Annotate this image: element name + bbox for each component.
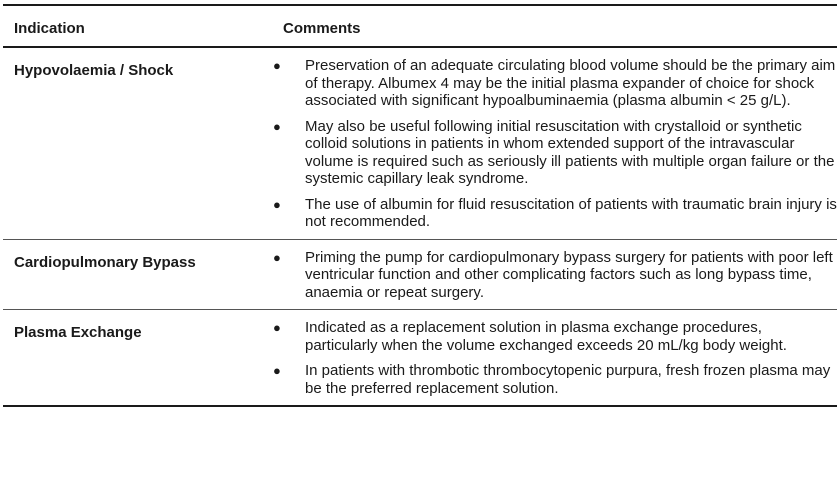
comment-text: In patients with thrombotic thrombocytop… (305, 362, 831, 397)
bullet-icon: ● (273, 58, 281, 73)
list-item: ● May also be useful following initial re… (273, 118, 837, 188)
list-item: ● Preservation of an adequate circulating… (273, 57, 837, 110)
indications-table: Indication Comments Hypovolaemia / Shock… (3, 4, 837, 407)
bullet-icon: ● (273, 118, 281, 134)
indication-cell: Hypovolaemia / Shock (14, 62, 174, 79)
comment-text: The use of albumin for fluid resuscitati… (305, 195, 837, 231)
comment-text: Preservation of an adequate circulating … (305, 57, 836, 109)
list-item: ● In patients with thrombotic thrombocyto… (273, 362, 837, 397)
comments-cell: ● Priming the pump for cardiopulmonary by… (273, 239, 837, 310)
list-item: ● The use of albumin for fluid resuscitat… (273, 196, 837, 231)
bullet-icon: ● (273, 249, 281, 265)
indication-cell: Plasma Exchange (14, 324, 142, 341)
comments-cell: ● Preservation of an adequate circulating… (273, 47, 837, 239)
bullet-icon: ● (273, 363, 281, 378)
header-indication: Indication (14, 20, 85, 37)
table-header-row: Indication Comments (3, 5, 837, 47)
bullet-icon: ● (273, 196, 281, 212)
comment-list: ● Priming the pump for cardiopulmonary by… (273, 249, 837, 302)
indication-cell: Cardiopulmonary Bypass (14, 253, 196, 271)
list-item: ● Priming the pump for cardiopulmonary by… (273, 249, 837, 302)
table-row: Hypovolaemia / Shock ● Preservation of an… (3, 47, 837, 239)
header-comments: Comments (283, 20, 361, 37)
table-row: Cardiopulmonary Bypass ● Priming the pump… (3, 239, 837, 310)
list-item: ● Indicated as a replacement solution in … (273, 319, 837, 354)
table-row: Plasma Exchange ● Indicated as a replacem… (3, 310, 837, 407)
comment-text: May also be useful following initial res… (305, 117, 835, 188)
comment-list: ● Indicated as a replacement solution in … (273, 319, 837, 397)
comments-cell: ● Indicated as a replacement solution in … (273, 310, 837, 407)
bullet-icon: ● (273, 320, 281, 335)
comment-list: ● Preservation of an adequate circulating… (273, 57, 837, 231)
comment-text: Indicated as a replacement solution in p… (305, 319, 787, 354)
comment-text: Priming the pump for cardiopulmonary byp… (305, 248, 833, 301)
